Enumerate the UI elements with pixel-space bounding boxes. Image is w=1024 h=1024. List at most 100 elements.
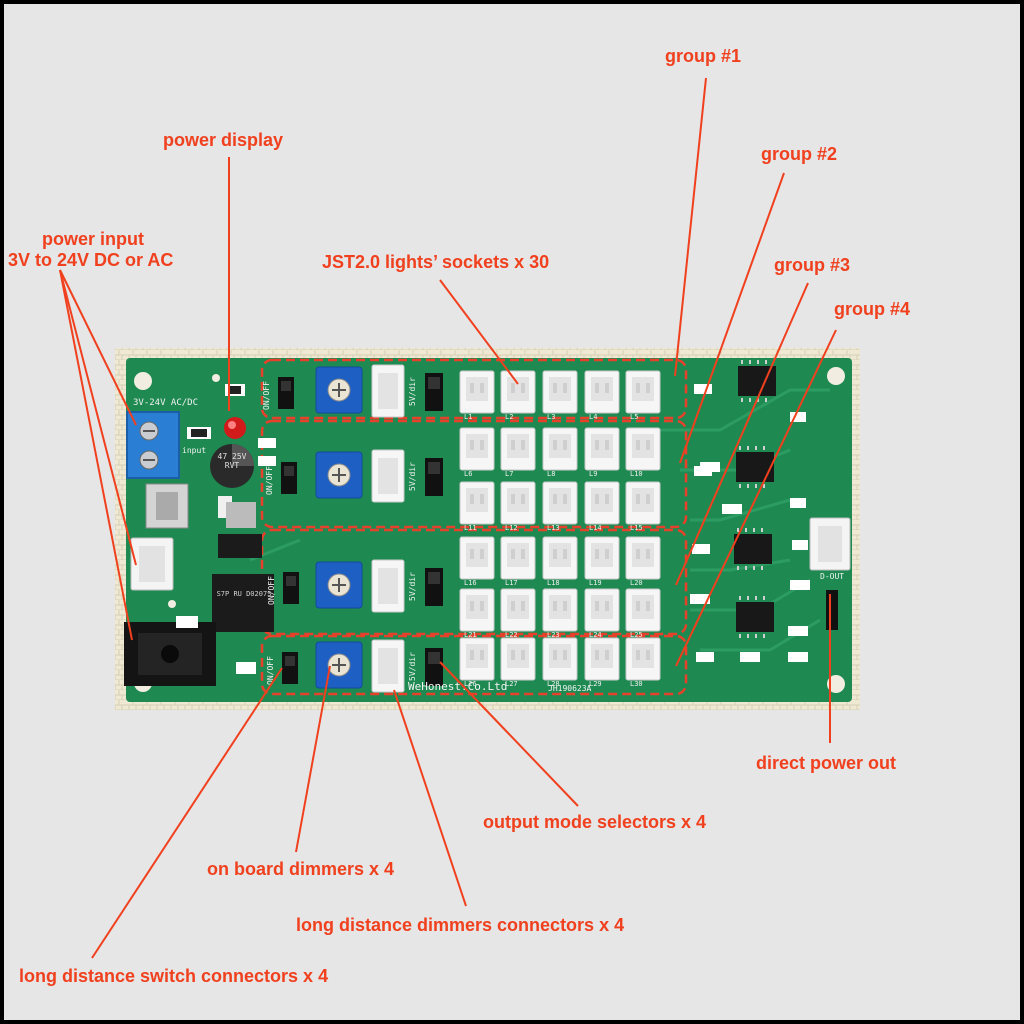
callout-sockets: JST2.0 lights’ sockets x 30 bbox=[322, 252, 550, 272]
diode-bridge bbox=[212, 574, 274, 632]
onoff-label: ON/OFF bbox=[266, 576, 276, 605]
via-hole bbox=[212, 374, 220, 382]
jst-socket bbox=[625, 536, 661, 580]
long-distance-dimmer-socket bbox=[371, 364, 405, 418]
driver-ic bbox=[736, 602, 774, 632]
jst-socket bbox=[500, 427, 536, 471]
jst-socket bbox=[625, 637, 661, 681]
long-distance-dimmer-socket bbox=[371, 639, 405, 693]
capacitor-label: 47 25V RVT bbox=[217, 452, 247, 470]
onoff-label: ON/OFF bbox=[264, 466, 274, 495]
driver-ic bbox=[738, 366, 776, 396]
jst-socket bbox=[542, 588, 578, 632]
jst-socket bbox=[459, 637, 495, 681]
power-led bbox=[187, 384, 246, 439]
socket-grid bbox=[459, 370, 661, 681]
jst-socket bbox=[584, 637, 620, 681]
callout-direct-power-out: direct power out bbox=[756, 753, 897, 773]
socket-label: L24 bbox=[589, 631, 602, 639]
jst-socket bbox=[459, 370, 495, 414]
mode-label: 5V/dir bbox=[407, 652, 417, 681]
jst-socket bbox=[584, 370, 620, 414]
mode-label: 5V/dir bbox=[407, 572, 417, 601]
small-resistor bbox=[236, 662, 256, 674]
mounting-hole bbox=[134, 372, 152, 390]
jst-socket bbox=[459, 427, 495, 471]
socket-label: L26 bbox=[464, 680, 477, 688]
jst-socket bbox=[584, 588, 620, 632]
long-distance-dimmer-socket bbox=[371, 449, 405, 503]
jst-socket bbox=[584, 536, 620, 580]
small-resistor bbox=[258, 456, 276, 466]
jst-socket bbox=[542, 536, 578, 580]
jst-socket bbox=[584, 481, 620, 525]
jst-socket bbox=[500, 588, 536, 632]
mode-selector-header bbox=[425, 458, 443, 496]
mounting-hole bbox=[827, 367, 845, 385]
jst-socket bbox=[459, 481, 495, 525]
trimmer-dimmer bbox=[315, 366, 363, 414]
socket-label: L8 bbox=[547, 470, 556, 478]
control-rows bbox=[278, 364, 443, 693]
switch-header bbox=[282, 652, 298, 684]
socket-label: L13 bbox=[547, 524, 560, 532]
jst-socket bbox=[459, 588, 495, 632]
small-resistor bbox=[176, 616, 198, 628]
jst-socket bbox=[584, 427, 620, 471]
callout-on-board-dimmers: on board dimmers x 4 bbox=[207, 859, 395, 879]
callout-group-2: group #2 bbox=[761, 144, 838, 164]
callout-group-4: group #4 bbox=[834, 299, 911, 319]
callout-power-display: power display bbox=[163, 130, 284, 150]
dout-header bbox=[826, 590, 838, 630]
callout-long-switch: long distance switch connectors x 4 bbox=[19, 966, 329, 986]
socket-label: L1 bbox=[464, 413, 473, 421]
input-voltage-label: 3V-24V AC/DC bbox=[133, 398, 199, 408]
socket-label: L17 bbox=[505, 579, 518, 587]
jst-socket bbox=[625, 588, 661, 632]
socket-label: L9 bbox=[589, 470, 598, 478]
dc-jack bbox=[124, 622, 216, 686]
switch-header bbox=[281, 462, 297, 494]
socket-label: L5 bbox=[630, 413, 639, 421]
callout-power-input-2: 3V to 24V DC or AC bbox=[8, 250, 174, 270]
mode-label: 5V/dir bbox=[407, 377, 417, 406]
socket-label: L4 bbox=[589, 413, 598, 421]
trimmer-dimmer bbox=[315, 561, 363, 609]
input-small-label: input bbox=[182, 446, 207, 455]
socket-label: L30 bbox=[630, 680, 643, 688]
socket-label: L27 bbox=[505, 680, 518, 688]
mode-selector-header bbox=[425, 373, 443, 411]
jst-socket bbox=[542, 427, 578, 471]
socket-label: L21 bbox=[464, 631, 477, 639]
socket-label: L15 bbox=[630, 524, 643, 532]
jst-socket bbox=[500, 536, 536, 580]
socket-label: L2 bbox=[505, 413, 514, 421]
driver-ic bbox=[736, 452, 774, 482]
socket-label: L12 bbox=[505, 524, 518, 532]
socket-label: L16 bbox=[464, 579, 477, 587]
jst-socket bbox=[459, 536, 495, 580]
jst-socket bbox=[542, 481, 578, 525]
socket-label: L25 bbox=[630, 631, 643, 639]
mounting-hole bbox=[827, 675, 845, 693]
driver-ic bbox=[734, 534, 772, 564]
callout-output-mode: output mode selectors x 4 bbox=[483, 812, 707, 832]
callout-long-dimmers: long distance dimmers connectors x 4 bbox=[296, 915, 625, 935]
regulator-label: S7P RU D0207S bbox=[216, 590, 272, 598]
jst-socket bbox=[542, 637, 578, 681]
switch-header bbox=[283, 572, 299, 604]
jst-socket bbox=[500, 637, 536, 681]
trimmer-dimmer bbox=[315, 641, 363, 689]
socket-label: L23 bbox=[547, 631, 560, 639]
heatsink-chip bbox=[226, 502, 256, 528]
socket-label: L19 bbox=[589, 579, 602, 587]
jst-socket bbox=[500, 481, 536, 525]
socket-label: L6 bbox=[464, 470, 473, 478]
jst-socket bbox=[625, 427, 661, 471]
callout-power-input-1: power input bbox=[42, 229, 144, 249]
socket-label: L18 bbox=[547, 579, 560, 587]
via-hole bbox=[168, 600, 176, 608]
jst-socket bbox=[625, 481, 661, 525]
